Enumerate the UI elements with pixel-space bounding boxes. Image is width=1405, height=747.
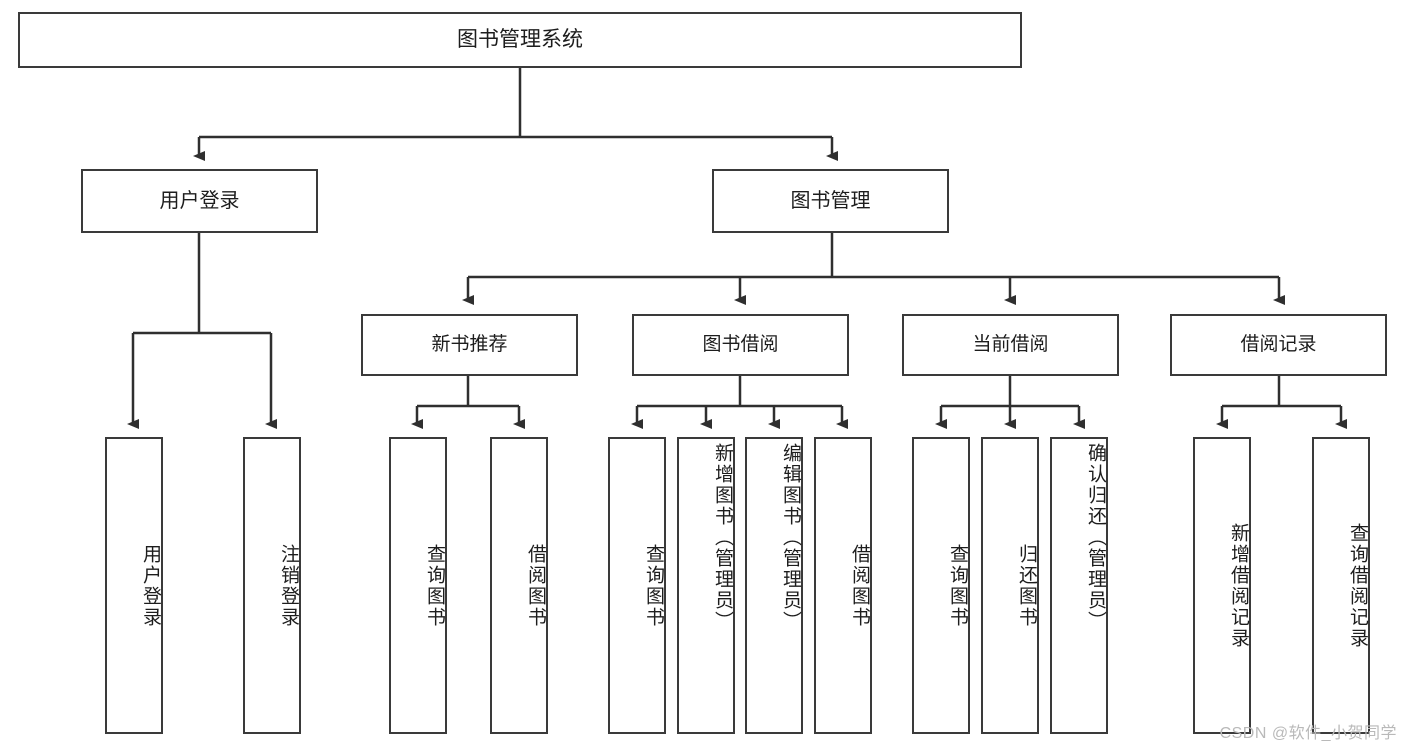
node-label: 用户登录	[159, 189, 240, 212]
node-current-borrow[interactable]: 当前借阅	[902, 314, 1119, 376]
leaf-return-book[interactable]: 归还图书	[981, 437, 1039, 734]
leaf-query-book-current[interactable]: 查询图书	[912, 437, 970, 734]
leaf-query-book-recommend[interactable]: 查询图书	[389, 437, 447, 734]
node-label: 图书管理	[790, 189, 871, 212]
node-label: 查询借阅记录	[1347, 522, 1368, 649]
node-label: 借阅记录	[1240, 334, 1317, 356]
leaf-borrow-book-recommend[interactable]: 借阅图书	[490, 437, 548, 734]
node-book-borrow[interactable]: 图书借阅	[632, 314, 849, 376]
node-label: 注销登录	[278, 543, 299, 628]
leaf-edit-book[interactable]: 编辑图书（管理员）	[745, 437, 803, 734]
node-label: 新增借阅记录	[1228, 522, 1249, 649]
node-label: 新书推荐	[431, 334, 508, 356]
leaf-add-borrow-record[interactable]: 新增借阅记录	[1193, 437, 1251, 734]
watermark-text: CSDN @软件_小贺同学	[1219, 725, 1397, 742]
leaf-borrow-book[interactable]: 借阅图书	[814, 437, 872, 734]
node-label: 查询图书	[424, 543, 445, 628]
leaf-logout-login[interactable]: 注销登录	[243, 437, 301, 734]
node-label: 借阅图书	[849, 543, 870, 628]
node-label: 归还图书	[1016, 543, 1037, 628]
leaf-user-login[interactable]: 用户登录	[105, 437, 163, 734]
node-label: 查询图书	[643, 543, 664, 628]
leaf-query-book-borrow[interactable]: 查询图书	[608, 437, 666, 734]
node-label: 当前借阅	[972, 334, 1049, 356]
leaf-add-book[interactable]: 新增图书（管理员）	[677, 437, 735, 734]
node-user-login[interactable]: 用户登录	[81, 169, 318, 233]
leaf-query-borrow-record[interactable]: 查询借阅记录	[1312, 437, 1370, 734]
node-label: 编辑图书（管理员）	[780, 443, 801, 632]
node-label: 图书管理系统	[457, 27, 583, 51]
node-borrow-record[interactable]: 借阅记录	[1170, 314, 1387, 376]
node-label: 新增图书（管理员）	[712, 443, 733, 632]
node-book-management[interactable]: 图书管理	[712, 169, 949, 233]
node-label: 确认归还（管理员）	[1085, 443, 1106, 632]
node-root-system[interactable]: 图书管理系统	[18, 12, 1022, 68]
node-label: 用户登录	[140, 543, 161, 628]
leaf-confirm-return[interactable]: 确认归还（管理员）	[1050, 437, 1108, 734]
node-label: 图书借阅	[702, 334, 779, 356]
node-label: 查询图书	[947, 543, 968, 628]
node-new-book-recommend[interactable]: 新书推荐	[361, 314, 578, 376]
node-label: 借阅图书	[525, 543, 546, 628]
